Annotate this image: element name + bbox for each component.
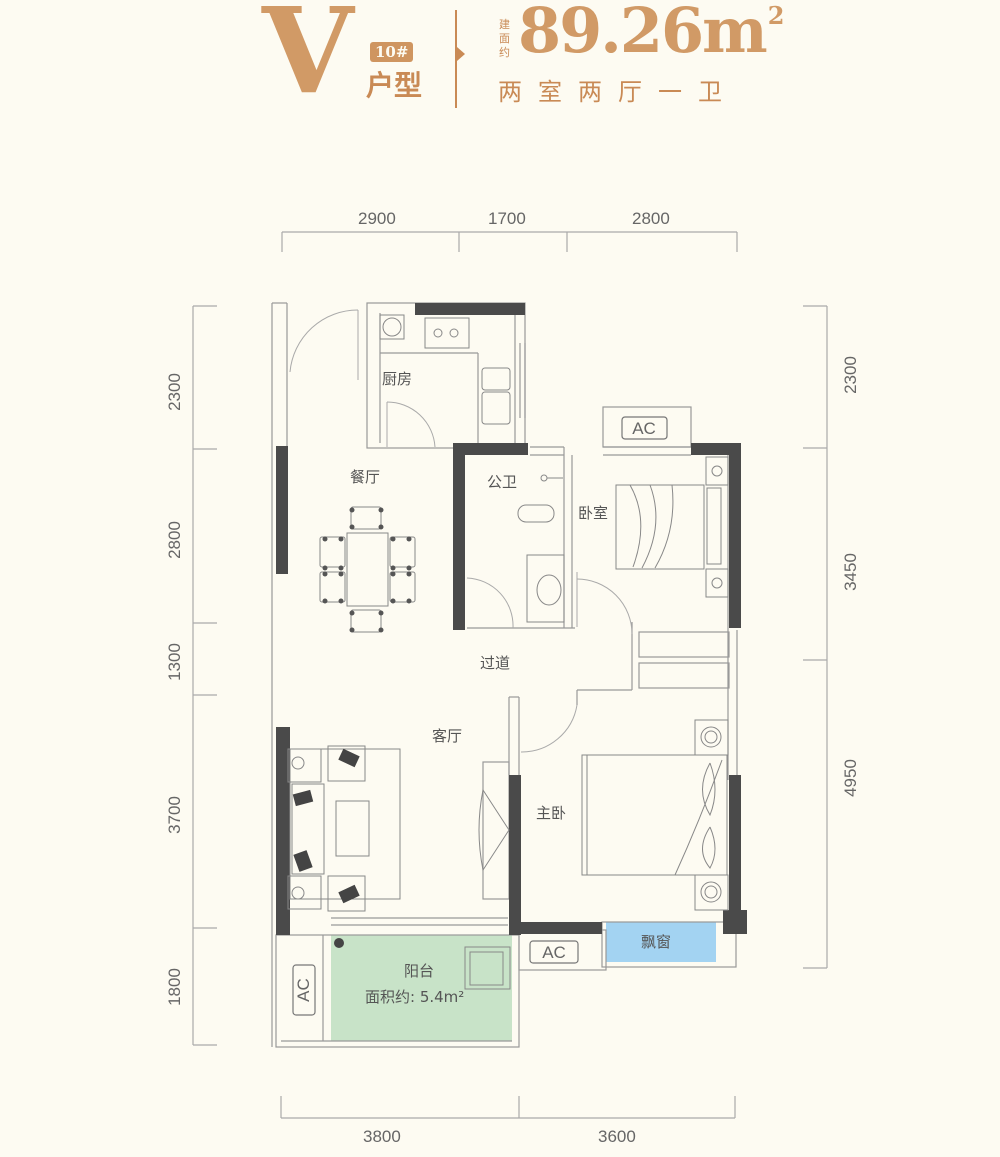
washing-machine-icon [464,946,511,990]
coffee-table [335,800,370,857]
dimension-left [192,305,217,1046]
dimension-bottom [280,1096,736,1119]
vanity [526,554,565,623]
area-unit-sup: 2 [767,1,785,30]
unit-letter: V [262,0,354,120]
ac-label-balcony: AC [294,978,313,1002]
toilet-icon [517,504,555,523]
building-badge: 10# [370,42,414,62]
nightstand [705,456,729,486]
dim-top-3: 2800 [632,209,670,228]
water-heater-icon [379,314,405,340]
divider-arrow-icon [457,47,465,61]
thin-walls [271,302,738,1048]
nightstand [705,568,729,598]
room-label-corridor: 过道 [480,654,510,672]
dim-top-2: 1700 [488,209,526,228]
dimension-right [803,305,828,969]
dim-top-1: 2900 [358,209,396,228]
header-divider [455,10,457,108]
thick-walls [276,303,747,935]
dimension-top [281,231,738,252]
dining-table [346,532,389,607]
kitchen-fixtures [379,314,511,425]
balcony-area [331,935,512,1041]
dim-left-5: 1800 [165,968,184,1006]
room-label-dining: 餐厅 [350,468,380,486]
ac-label-bottom: AC [542,943,566,962]
bedroom-furniture [615,416,729,598]
dining-set [319,506,416,633]
dim-right-3: 4950 [841,759,860,797]
dim-bottom-2: 3600 [598,1127,636,1146]
area-value-wrap: 89.26m2 [518,0,785,62]
living-room-furniture [287,745,510,912]
sink-icon [481,367,511,391]
basin-icon [536,574,562,606]
unit-type-label: 户型 [366,69,423,102]
ac-label-bedroom: AC [632,419,656,438]
doors [289,309,633,753]
dim-right-2: 3450 [841,553,860,591]
ac-units: AC AC AC [292,416,668,1016]
bathroom-fixtures [517,474,565,623]
dim-right-1: 2300 [841,356,860,394]
balcony-fixtures [334,938,511,990]
stove-icon [424,317,470,349]
dim-left-3: 1300 [165,643,184,681]
room-label-bathroom: 公卫 [487,473,517,491]
shower-icon [540,474,548,482]
room-label-living: 客厅 [432,727,462,745]
room-label-kitchen: 厨房 [382,370,412,388]
master-bedroom-furniture [581,719,729,911]
dim-left-4: 3700 [165,796,184,834]
area-prefix: 建面约 [499,18,510,59]
bay-window-area [606,922,716,962]
plan-header: V 10# 户型 建面约 89.26m2 两室两厅一卫 [0,0,1000,120]
room-label-bedroom: 卧室 [578,504,608,522]
dim-left-1: 2300 [165,373,184,411]
nightstand [694,719,729,756]
master-bed-icon [581,754,728,876]
area-value: 89.26m [518,0,768,67]
room-label-balcony: 阳台 [404,962,434,980]
room-label-master-bedroom: 主卧 [536,804,566,822]
layout-description: 两室两厅一卫 [498,78,738,106]
dim-bottom-1: 3800 [363,1127,401,1146]
nightstand [694,874,729,911]
bed-icon [615,484,705,570]
balcony-area-label: 面积约: 5.4m² [365,988,464,1006]
room-label-bay-window: 飘窗 [641,933,671,951]
dim-left-2: 2800 [165,521,184,559]
